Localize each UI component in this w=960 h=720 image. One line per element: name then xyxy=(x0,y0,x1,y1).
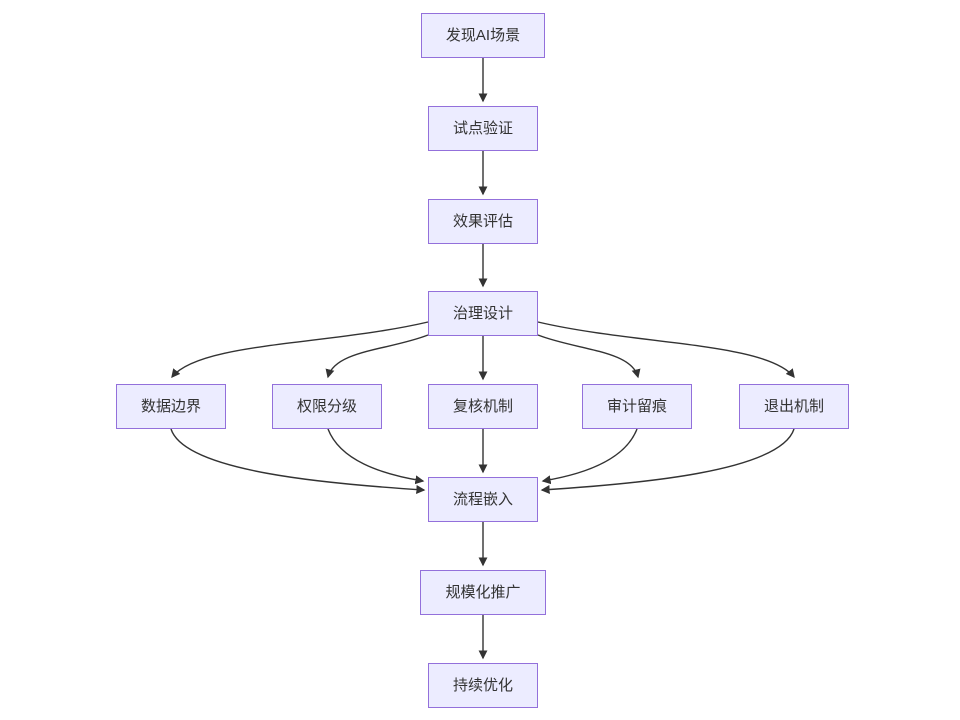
node-pilot: 试点验证 xyxy=(428,106,538,151)
edge-governance-to-exit xyxy=(537,321,795,379)
node-evaluate: 效果评估 xyxy=(428,199,538,244)
edge-exit-to-embed xyxy=(540,428,795,495)
edge-governance-to-data-boundary xyxy=(171,321,429,379)
node-permission: 权限分级 xyxy=(272,384,382,429)
node-exit: 退出机制 xyxy=(739,384,849,429)
edge-audit-to-embed xyxy=(541,428,638,485)
node-data-boundary: 数据边界 xyxy=(116,384,226,429)
node-audit: 审计留痕 xyxy=(582,384,692,429)
edge-data-boundary-to-embed xyxy=(170,428,426,495)
node-governance: 治理设计 xyxy=(428,291,538,336)
edge-governance-to-audit xyxy=(537,334,641,379)
node-review: 复核机制 xyxy=(428,384,538,429)
node-optimize: 持续优化 xyxy=(428,663,538,708)
node-discover: 发现AI场景 xyxy=(421,13,545,58)
edge-governance-to-permission xyxy=(325,334,429,379)
node-scale: 规模化推广 xyxy=(420,570,546,615)
edge-permission-to-embed xyxy=(327,428,425,485)
node-embed: 流程嵌入 xyxy=(428,477,538,522)
